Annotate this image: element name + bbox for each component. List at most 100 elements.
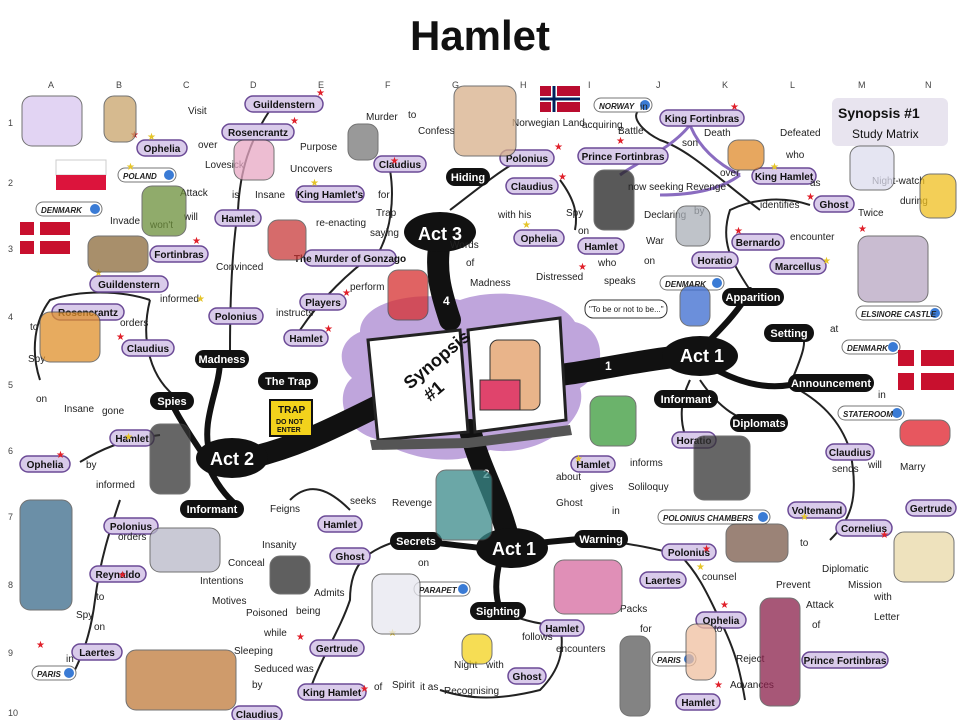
link-madness: Madness (470, 278, 511, 289)
link-packs: Packs (620, 604, 647, 615)
node-voltemand: Voltemand (787, 501, 847, 519)
star-icon: ★ (734, 226, 743, 237)
link-to: to (800, 538, 809, 549)
section-label: Setting (770, 328, 807, 340)
link-follows: follows (522, 632, 553, 643)
link-sends: sends (832, 464, 859, 475)
link-on: on (36, 394, 47, 405)
link-of: of (812, 620, 821, 631)
link-informed: informed (160, 294, 199, 305)
star-icon: ★ (522, 220, 531, 231)
place-label: POLONIUS CHAMBERS (663, 514, 754, 523)
node-label: Horatio (698, 256, 733, 267)
node-label: Ghost (513, 672, 543, 683)
node-gonzago: The Murder of Gonzago (294, 249, 406, 267)
node-hamlet: Hamlet (109, 429, 155, 447)
link-feigns: Feigns (270, 504, 300, 515)
grid-row-5: 5 (8, 380, 13, 390)
star-icon: ★ (714, 680, 723, 691)
place-paris: PARIS (31, 665, 77, 681)
node-claudius: Claudius (373, 155, 427, 173)
place-label: STATEROOM (843, 410, 893, 419)
node-gertrude: Gertrude (309, 639, 365, 657)
link-night-watch: Night-watch (872, 176, 925, 187)
node-label: Gertrude (316, 644, 359, 655)
node-label: Voltemand (792, 506, 842, 517)
link-gone: gone (102, 406, 125, 417)
link-war: War (646, 236, 665, 247)
section-announcement: Announcement (788, 374, 874, 392)
place-elsinore: ELSINORE CASTLE (855, 305, 943, 321)
node-label: Players (305, 298, 341, 309)
grid-col-M: M (858, 80, 866, 90)
link-insane: Insane (255, 190, 285, 201)
star-icon: ★ (196, 294, 205, 305)
section-sighting: Sighting (470, 602, 526, 620)
grid-row-7: 7 (8, 512, 13, 522)
link-attack: Attack (806, 600, 835, 611)
link-is: is (232, 190, 239, 201)
synopsis-badge-line2: Study Matrix (852, 127, 919, 141)
place-label: ELSINORE CASTLE (861, 310, 937, 319)
node-label: King Fortinbras (665, 114, 740, 125)
node-claudius: Claudius (121, 339, 175, 357)
node-label: Hamlet (584, 242, 618, 253)
section-label: Warning (579, 534, 623, 546)
node-polonius: Polonius (499, 149, 555, 167)
node-label: Laertes (79, 648, 115, 659)
link-spy: Spy (566, 208, 583, 219)
node-ophelia: Ophelia (19, 455, 71, 473)
grid-row-1: 1 (8, 118, 13, 128)
node-label: Prince Fortinbras (804, 656, 887, 667)
node-prince-fortinbras: Prince Fortinbras (577, 147, 669, 165)
link-soliloquy: Soliloquy (628, 482, 669, 493)
link-identifies: identifies (760, 200, 799, 211)
link-son: son (682, 138, 698, 149)
node-label: Hamlet (221, 214, 255, 225)
link-saying: saying (370, 228, 399, 239)
link-by: by (252, 680, 263, 691)
place-label: PARAPET (419, 586, 458, 595)
place-norway: NORWAY (593, 97, 653, 113)
node-label: Polonius (668, 548, 711, 559)
globe-icon (164, 170, 174, 180)
clip-art-figures (19, 85, 957, 717)
act1-bottom-label: Act 1 (492, 539, 536, 559)
branch-num-4: 4 (443, 294, 450, 308)
link-encounters: encounters (556, 644, 605, 655)
link-death: Death (704, 128, 731, 139)
link-will: will (183, 212, 198, 223)
doorway-figure-icon (103, 95, 137, 143)
section-informant: Informant (654, 390, 718, 408)
ghost-figure-icon (849, 145, 895, 191)
section-label: Diplomats (732, 418, 785, 430)
grid-col-A: A (48, 80, 54, 90)
node-cornelius: Cornelius (835, 519, 893, 537)
link-convinced: Convinced (216, 262, 263, 273)
node-king-hamlet: King Hamlet (751, 167, 817, 185)
globe-icon (640, 100, 650, 110)
link-recognising: Recognising (444, 686, 499, 697)
node-label: Ophelia (703, 616, 740, 627)
node-claudius: Claudius (231, 705, 283, 720)
link-defeated: Defeated (780, 128, 821, 139)
globe-icon (888, 342, 898, 352)
link-mission: Mission (848, 580, 882, 591)
place-label: PARIS (657, 656, 682, 665)
node-claudius: Claudius (825, 443, 875, 461)
scroll-quill-icon (893, 531, 955, 583)
link-of: of (466, 258, 475, 269)
globe-icon (90, 204, 100, 214)
node-hamlet: Hamlet (317, 515, 363, 533)
node-label: Polonius (110, 522, 153, 533)
link-who: who (597, 258, 617, 269)
star-icon: ★ (880, 530, 889, 541)
page-title: Hamlet (409, 12, 551, 59)
link-instructs: instructs (276, 308, 313, 319)
therapist-figure-icon (725, 523, 789, 563)
node-horatio: Horatio (691, 251, 739, 269)
pocket-watch-icon (919, 173, 957, 219)
norway-flag-icon (540, 86, 580, 112)
node-label: Ophelia (521, 234, 558, 245)
link-words: Words (450, 240, 479, 251)
